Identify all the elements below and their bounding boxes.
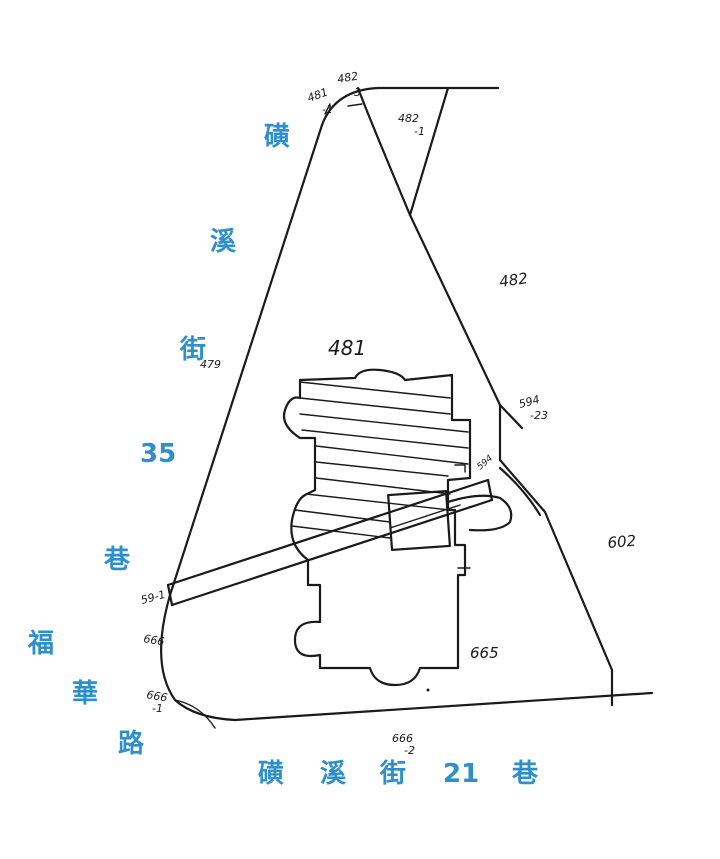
diagonal-strip (166, 478, 494, 607)
lot-482-1-east-line (408, 86, 450, 217)
south-street-number: 21 (443, 759, 479, 789)
strip-east-end (486, 478, 494, 502)
small-marks (324, 103, 430, 692)
lot-481-label: 481 (328, 336, 366, 360)
south-street-char-1: 磺 (258, 759, 284, 789)
fuhua-road-char-3: 路 (118, 728, 145, 759)
lot-594-23-label: 594 (517, 393, 541, 411)
inner-rectangle (387, 489, 451, 552)
dot-mark (426, 688, 430, 692)
lot-665-label: 665 (470, 644, 499, 662)
building-outline (282, 368, 472, 687)
west-street-char-3: 街 (179, 335, 206, 365)
lot-482-1-west-line (356, 86, 412, 217)
left-edge-corner (174, 699, 216, 729)
lot-482-3-suffix: -3 (350, 86, 361, 99)
lot-482-3-label: 482 (336, 70, 359, 86)
south-street-char-5: 巷 (511, 759, 539, 789)
small-step-mark (454, 464, 471, 569)
lot-594-23-suffix: -23 (530, 409, 548, 422)
top-curve-boundary (320, 86, 500, 127)
lot-666-1-label: 666 (145, 688, 168, 704)
west-street-char-1: 磺 (264, 122, 290, 152)
lot-482-label: 482 (498, 269, 529, 291)
west-street-number: 35 (140, 439, 176, 469)
south-east-curve (446, 494, 513, 532)
lot-666-2-suffix: -2 (404, 744, 415, 757)
tick-mark-482-3 (347, 103, 363, 107)
strip-lower-line (170, 498, 494, 607)
lot-number-labels: 481 -1 482 -3 482 -1 482 481 479 594 -23… (139, 70, 636, 757)
lot-594-small-label: 594 (476, 453, 496, 472)
west-street-char-2: 溪 (210, 227, 237, 257)
lot-665-east-curve (498, 466, 542, 517)
strip-upper-line (166, 478, 490, 587)
tick-mark-481-1 (324, 103, 331, 115)
west-boundary-line (160, 123, 654, 722)
lot-482-1-suffix: -1 (414, 125, 425, 138)
lot-666-label: 666 (142, 632, 165, 648)
lot-482-1-label: 482 (398, 112, 419, 125)
lot-666-1-suffix: -1 (152, 702, 163, 715)
street-labels: 磺 溪 街 35 巷 福 華 路 磺 溪 街 21 巷 (27, 122, 539, 789)
south-street-char-3: 街 (379, 759, 406, 789)
parcel-boundaries (160, 86, 654, 729)
strip-inner-line (389, 504, 461, 529)
lot-479-label: 479 (200, 358, 221, 371)
west-street-char-5: 巷 (103, 545, 131, 575)
fuhua-road-char-2: 華 (72, 679, 98, 709)
east-diagonal-boundary (408, 213, 614, 707)
building-footprint (282, 368, 513, 687)
lot-481-1-label: 481 (306, 85, 330, 104)
lot-481-1-suffix: -1 (322, 103, 333, 116)
lot-666-2-label: 666 (392, 732, 413, 745)
lot-594-boundary (498, 403, 524, 430)
south-street-char-2: 溪 (320, 759, 347, 789)
lot-602-label: 602 (607, 532, 637, 552)
fuhua-road-char-1: 福 (27, 629, 54, 659)
strip-west-end (166, 583, 174, 607)
lot-59-1-label: 59-1 (139, 588, 166, 607)
